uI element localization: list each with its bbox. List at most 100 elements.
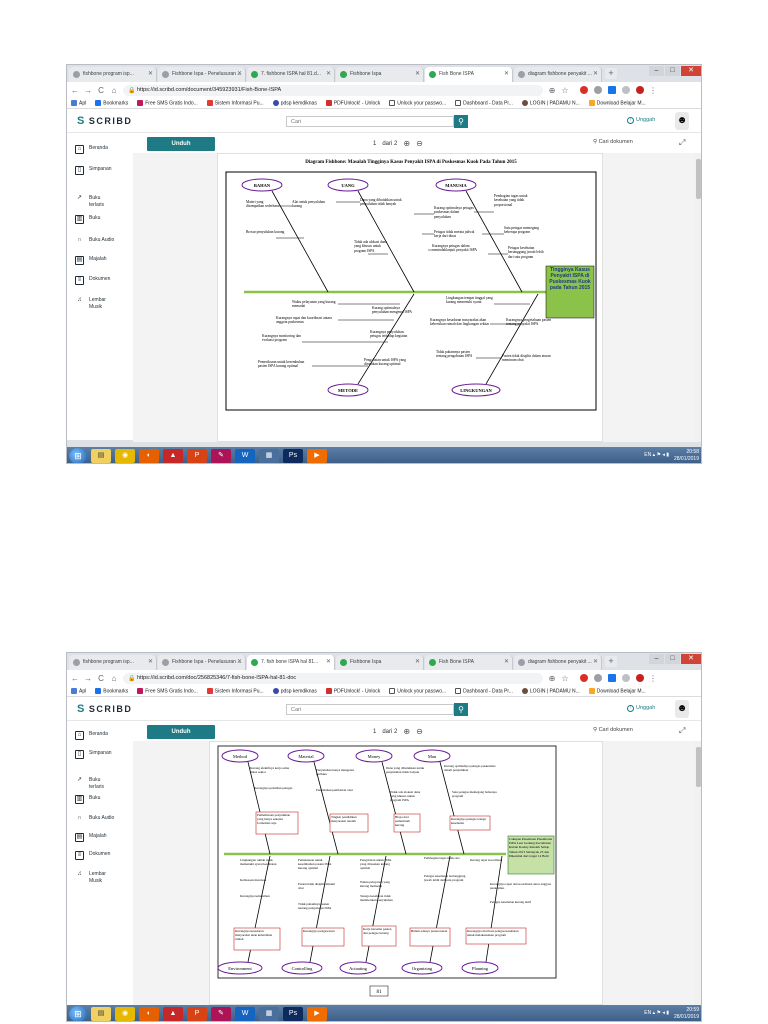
- address-bar[interactable]: 🔒https://id.scribd.com/document/34592393…: [123, 84, 543, 96]
- bookmark-item[interactable]: Sistem Informasi Pu...: [206, 687, 264, 694]
- upload-button[interactable]: ↑Unggah: [627, 117, 655, 124]
- bookmark-item[interactable]: Free SMS Gratis Indo...: [137, 99, 198, 106]
- sidebar-item-buku[interactable]: ▥Buku: [75, 795, 101, 804]
- zoom-out-icon[interactable]: ⊖: [416, 727, 423, 736]
- avatar[interactable]: ☻: [675, 112, 689, 130]
- media-player-icon[interactable]: ▶: [307, 449, 327, 463]
- download-button[interactable]: Unduh: [147, 725, 215, 739]
- scrollbar-thumb[interactable]: [696, 747, 701, 787]
- tab-4[interactable]: Fishbone Ispa✕: [336, 655, 424, 670]
- avatar[interactable]: ☻: [675, 700, 689, 718]
- sidebar-item-lembar-musik[interactable]: ♫Lembar Musik: [75, 871, 106, 885]
- extension-icon[interactable]: [608, 674, 616, 682]
- bookmark-item[interactable]: PDFUnlock! - Unlock: [325, 99, 380, 106]
- document-search[interactable]: ⚲ Cari dokumen: [593, 727, 633, 733]
- sidebar-item-buku-terlaris[interactable]: ↗Buku terlaris: [76, 195, 105, 208]
- powerpoint-icon[interactable]: P: [187, 449, 207, 463]
- zoom-icon[interactable]: ⊕: [548, 673, 556, 683]
- zoom-in-icon[interactable]: ⊕: [403, 727, 411, 736]
- extension-icon[interactable]: [594, 674, 602, 682]
- bookmark-item[interactable]: Free SMS Gratis Indo...: [137, 687, 198, 694]
- tab-5[interactable]: Fish Bone ISPA✕: [425, 655, 513, 670]
- home-icon[interactable]: ⌂: [111, 673, 117, 683]
- close-window-button[interactable]: ✕: [681, 66, 701, 76]
- close-tab-icon[interactable]: ✕: [236, 71, 242, 77]
- maximize-button[interactable]: □: [665, 654, 680, 664]
- new-tab-button[interactable]: +: [605, 656, 617, 667]
- sidebar-item-buku[interactable]: ▥Buku: [75, 215, 101, 224]
- file-explorer-icon[interactable]: ▤: [91, 1007, 111, 1021]
- chrome-icon[interactable]: ◉: [115, 449, 135, 463]
- zoom-in-icon[interactable]: ⊕: [403, 139, 411, 148]
- sidebar-item-lembar-musik[interactable]: ♫Lembar Musik: [75, 297, 106, 311]
- new-tab-button[interactable]: +: [605, 68, 617, 79]
- close-tab-icon[interactable]: ✕: [592, 71, 598, 77]
- search-button[interactable]: ⚲: [454, 115, 468, 128]
- address-bar[interactable]: 🔒https://id.scribd.com/doc/256825346/7-f…: [123, 672, 543, 684]
- star-icon[interactable]: ☆: [561, 85, 569, 95]
- sidebar-item-dokumen[interactable]: ≡Dokumen: [75, 276, 110, 285]
- sidebar-item-beranda[interactable]: ⌂Beranda: [75, 145, 108, 154]
- sidebar-item-beranda[interactable]: ⌂Beranda: [75, 731, 108, 740]
- bookmark-item[interactable]: LOGIN | PADAMU N...: [521, 687, 580, 694]
- zoom-icon[interactable]: ⊕: [548, 85, 556, 95]
- tab-1[interactable]: fishbone program isp...✕: [69, 67, 157, 82]
- upload-button[interactable]: ↑Unggah: [627, 705, 655, 712]
- star-icon[interactable]: ☆: [561, 673, 569, 683]
- word-icon[interactable]: W: [235, 449, 255, 463]
- bookmark-item[interactable]: LOGIN | PADAMU N...: [521, 99, 580, 106]
- home-icon[interactable]: ⌂: [111, 85, 117, 95]
- fullscreen-icon[interactable]: ⤢: [679, 138, 686, 147]
- extension-icon[interactable]: [622, 674, 630, 682]
- word-icon[interactable]: W: [235, 1007, 255, 1021]
- tab-2[interactable]: Fishbone Ispa - Penelusuran ...✕: [158, 67, 246, 82]
- download-button[interactable]: Unduh: [147, 137, 215, 151]
- tab-3-active[interactable]: 7. fish bone ISPA hal 81...✕: [247, 655, 335, 670]
- scrollbar[interactable]: [694, 153, 701, 442]
- app-icon[interactable]: ✎: [211, 449, 231, 463]
- extension-icon[interactable]: [622, 86, 630, 94]
- tab-3[interactable]: 7. fishbone ISPA hal 81.d...✕: [247, 67, 335, 82]
- close-tab-icon[interactable]: ✕: [503, 659, 509, 665]
- tab-6[interactable]: diagram fishbone penyakit ...✕: [514, 67, 602, 82]
- scrollbar-thumb[interactable]: [696, 159, 701, 199]
- close-tab-icon[interactable]: ✕: [503, 71, 509, 77]
- fullscreen-icon[interactable]: ⤢: [679, 726, 686, 735]
- photoshop-icon[interactable]: Ps: [283, 449, 303, 463]
- bookmark-item[interactable]: Apl: [71, 687, 86, 694]
- sidebar-item-dokumen[interactable]: ≡Dokumen: [75, 851, 110, 860]
- app-icon[interactable]: ▲: [163, 1007, 183, 1021]
- forward-icon[interactable]: →: [84, 85, 92, 95]
- search-input[interactable]: Cari: [286, 116, 454, 127]
- sidebar-item-buku-audio[interactable]: ∩Buku Audio: [75, 237, 114, 246]
- sidebar-item-majalah[interactable]: ▤Majalah: [75, 256, 107, 265]
- forward-icon[interactable]: →: [84, 673, 92, 683]
- minimize-button[interactable]: –: [649, 66, 664, 76]
- close-tab-icon[interactable]: ✕: [147, 659, 153, 665]
- close-tab-icon[interactable]: ✕: [414, 71, 420, 77]
- sidebar-item-buku-terlaris[interactable]: ↗Buku terlaris: [76, 777, 105, 790]
- sidebar-item-majalah[interactable]: ▤Majalah: [75, 833, 107, 842]
- start-button[interactable]: ⊞: [69, 448, 87, 463]
- profile-icon[interactable]: [636, 674, 644, 682]
- minimize-button[interactable]: –: [649, 654, 664, 664]
- bookmark-item[interactable]: Download Belajar M...: [588, 687, 646, 694]
- bookmark-item[interactable]: PDFUnlock! - Unlock: [325, 687, 380, 694]
- back-icon[interactable]: ←: [71, 673, 79, 683]
- tab-2[interactable]: Fishbone Ispa - Penelusuran ...✕: [158, 655, 246, 670]
- close-window-button[interactable]: ✕: [681, 654, 701, 664]
- bookmark-item[interactable]: pdsp kemdiknas: [272, 687, 317, 694]
- start-button[interactable]: ⊞: [69, 1006, 87, 1021]
- reload-icon[interactable]: C: [98, 85, 104, 95]
- page-input[interactable]: 1: [373, 728, 377, 735]
- bookmark-item[interactable]: Sistem Informasi Pu...: [206, 99, 264, 106]
- extension-icon[interactable]: [608, 86, 616, 94]
- extension-icon[interactable]: [580, 674, 588, 682]
- back-icon[interactable]: ←: [71, 85, 79, 95]
- firefox-icon[interactable]: ◐: [139, 1007, 159, 1021]
- bookmark-item[interactable]: Unlock your passwo...: [389, 687, 446, 694]
- app-icon[interactable]: ▦: [259, 1007, 279, 1021]
